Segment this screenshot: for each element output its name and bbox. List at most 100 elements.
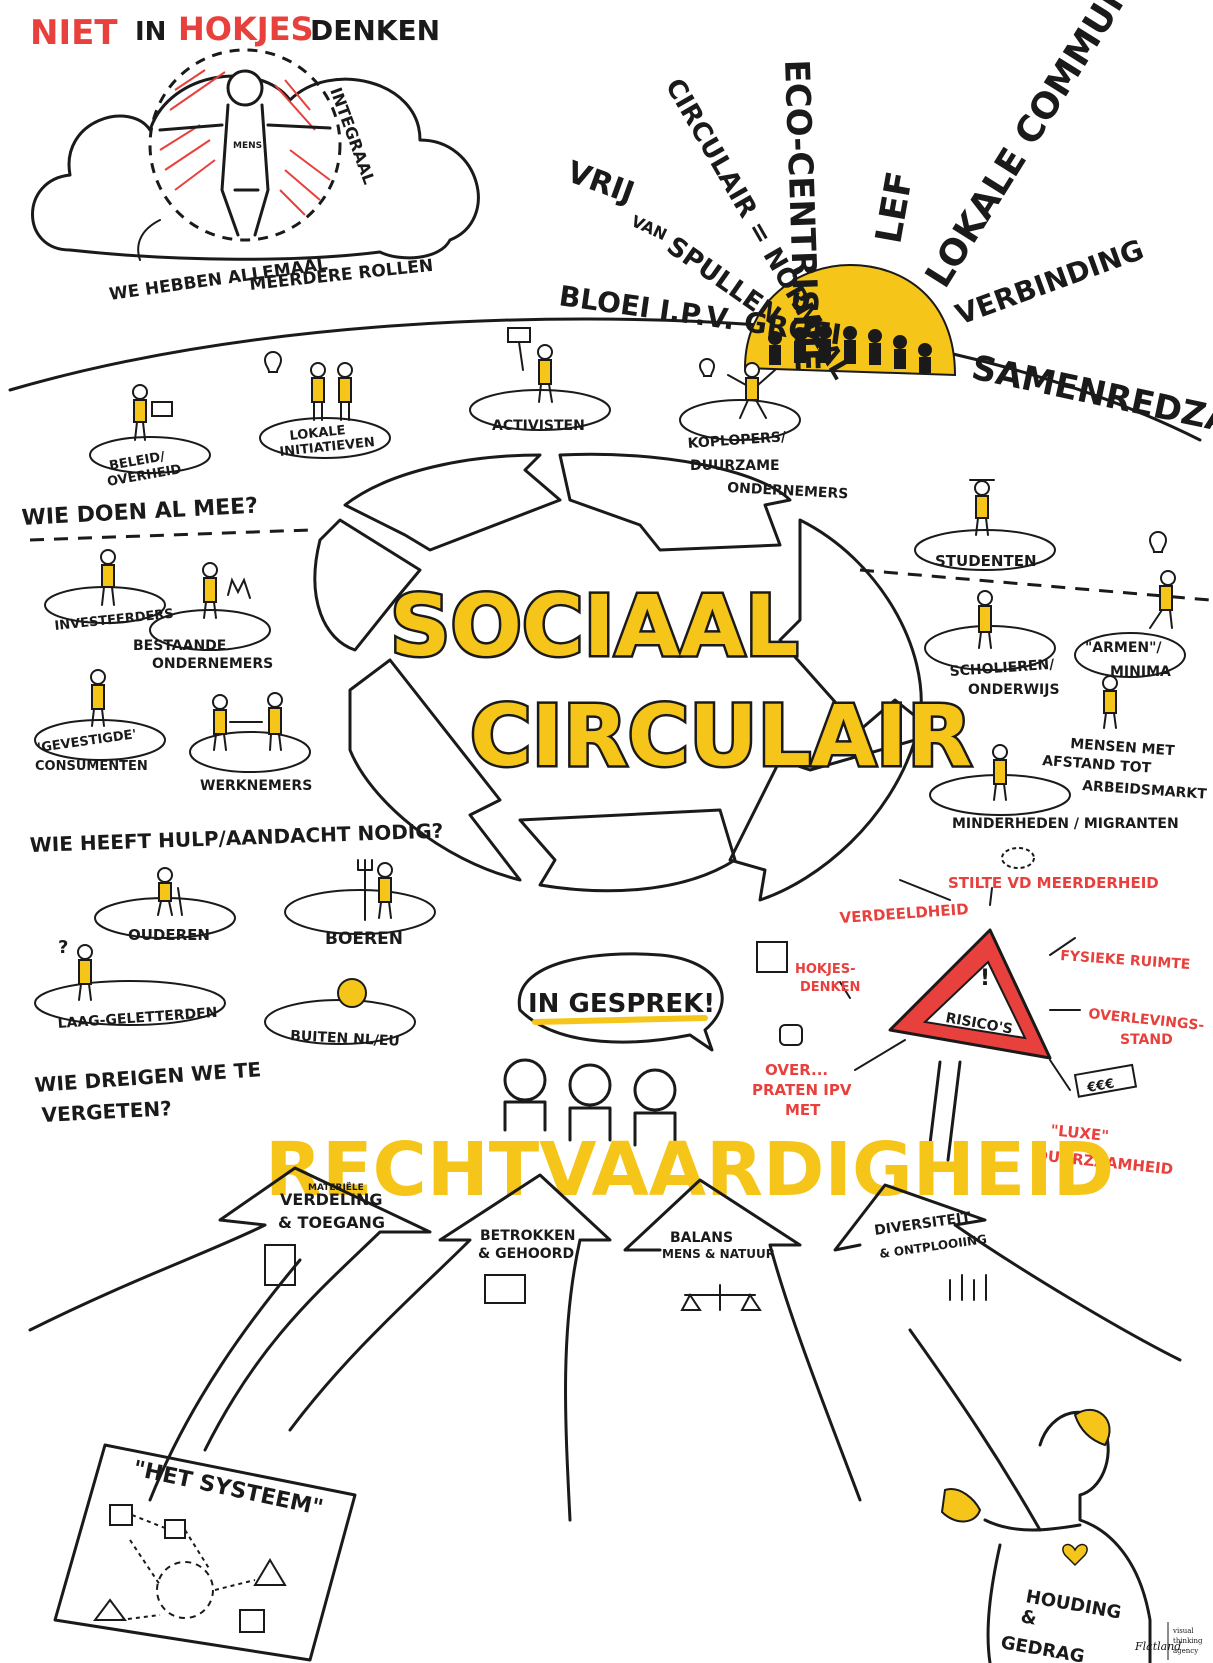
risk-over-line1: OVER...	[765, 1061, 828, 1079]
puzzle-icon	[484, 1274, 526, 1304]
scale-icon	[680, 1284, 762, 1311]
group-laag-geletterden: ? LAAG-GELETTERDEN	[34, 937, 226, 1032]
label-laag-geletterden: LAAG-GELETTERDEN	[57, 1005, 218, 1032]
node-icon	[164, 1519, 186, 1539]
flatland-logo: Flatland visual thinking agency	[1134, 1622, 1203, 1660]
risk-fysieke-ruimte: FYSIEKE RUIMTE	[1060, 948, 1191, 973]
label-koplopers-ondernemers: ONDERNEMERS	[727, 480, 849, 502]
label-afstand-tot: AFSTAND TOT	[1042, 753, 1152, 777]
group-buiten-nl-eu: BUITEN NL/EU	[264, 978, 416, 1050]
road-line	[148, 1258, 302, 1502]
globe-icon	[337, 978, 367, 1008]
group-beleid-overheid: BELEID/ OVERHEID	[89, 384, 211, 490]
label-duurzame: DUURZAME	[690, 458, 780, 474]
money-tag-icon	[1073, 1063, 1138, 1098]
risk-over-line3: MET	[785, 1101, 821, 1119]
arrow-verdeling: MATERIËLE VERDELING & TOEGANG	[28, 1166, 432, 1452]
systeem-label: "HET SYSTEEM"	[131, 1456, 326, 1521]
risk-over-line2: PRATEN IPV	[752, 1081, 852, 1099]
group-bestaande-ondernemers: BESTAANDE ONDERNEMERS	[133, 562, 273, 672]
group-boeren: BOEREN	[284, 859, 436, 949]
risk-overlevings-line1: OVERLEVINGS-	[1088, 1006, 1206, 1034]
heading-wie-doen-al-mee: WIE DOEN AL MEE?	[21, 494, 259, 531]
arrow2-line2: & GEHOORD	[478, 1246, 574, 1262]
arrow1-small: MATERIËLE	[308, 1182, 364, 1193]
group-koplopers: KOPLOPERS/ DUURZAME ONDERNEMERS	[679, 358, 849, 502]
node-icon	[239, 1609, 265, 1633]
arrow-balans: BALANS MENS & NATUUR	[623, 1178, 862, 1502]
title-word-niet: NIET	[30, 13, 118, 53]
group-werknemers: WERKNEMERS	[189, 692, 312, 794]
heart-icon	[1062, 1543, 1088, 1567]
risk-hokjes-line1: HOKJES-	[795, 962, 855, 977]
rechtvaardigheid-title: RECHTVAARDIGHEID	[265, 1127, 1114, 1213]
rising-sun	[743, 263, 957, 377]
het-systeem-sheet: "HET SYSTEEM"	[53, 1443, 357, 1662]
face-icon	[503, 1058, 547, 1102]
in-gesprek-label: IN GESPREK!	[528, 989, 715, 1019]
risk-sign: ! RISICO'S	[888, 928, 1052, 1162]
group-activisten: ACTIVISTEN	[469, 327, 611, 434]
people-group-icon	[949, 1274, 987, 1301]
center-title: SOCIAAL CIRCULAIR	[388, 575, 975, 788]
label-activisten: ACTIVISTEN	[492, 418, 585, 434]
label-armen: "ARMEN"/	[1085, 640, 1162, 656]
node-icon	[109, 1504, 133, 1526]
person-label: MENS	[233, 141, 262, 151]
node-icon	[93, 1598, 127, 1621]
road-line	[908, 1328, 1042, 1532]
node-icon	[253, 1558, 287, 1586]
label-scholieren: SCHOLIEREN/	[949, 657, 1056, 680]
arrow3-line2: MENS & NATUUR	[662, 1247, 775, 1261]
label-minima: MINIMA	[1110, 664, 1171, 680]
risk-stilte: STILTE VD MEERDERHEID	[948, 874, 1159, 892]
label-consumenten: CONSUMENTEN	[35, 759, 148, 774]
title-word-hokjes: HOKJES	[178, 10, 314, 48]
arrow4-line1: DIVERSITEIT	[873, 1210, 972, 1239]
label-werknemers: WERKNEMERS	[200, 778, 312, 794]
question-mark-icon: ?	[58, 937, 68, 958]
arrow1-line2: & TOEGANG	[278, 1213, 385, 1232]
center-word-circulair: CIRCULAIR	[470, 687, 972, 785]
ray-lokale-communities: LOKALE COMMUNITIES	[918, 0, 1195, 295]
title-word-in: IN	[135, 17, 166, 47]
chat-icon	[779, 1024, 803, 1046]
label-buiten-nl-eu: BUITEN NL/EU	[290, 1028, 400, 1050]
label-arbeidsmarkt: ARBEIDSMARKT	[1082, 778, 1208, 803]
group-armen-minima: "ARMEN"/ MINIMA	[1074, 531, 1186, 680]
houding-line2: &	[1019, 1606, 1038, 1629]
ray-vrij: VRIJ	[562, 155, 638, 211]
red-hatching	[159, 69, 331, 216]
face-icon	[633, 1068, 677, 1112]
arrow-betrokken: BETROKKEN & GEHOORD	[288, 1173, 612, 1522]
risk-verdeeldheid: VERDEELDHEID	[839, 900, 969, 927]
group-studenten: STUDENTEN	[914, 479, 1056, 571]
arrow3-line1: BALANS	[670, 1230, 733, 1246]
group-gevestigde-consumenten: 'GEVESTIGDE' CONSUMENTEN	[34, 669, 166, 774]
group-ouderen: OUDEREN	[94, 867, 236, 944]
node-icon	[156, 1561, 214, 1619]
houding-figure: HOUDING & GEDRAG	[940, 1408, 1152, 1663]
logo-line3: agency	[1173, 1647, 1198, 1655]
door-icon	[264, 1244, 296, 1286]
ray-samenredzaam: SAMENREDZAAM	[968, 348, 1213, 455]
integraal-label: INTEGRAAL	[326, 85, 379, 187]
heading-wie-heeft-hulp: WIE HEEFT HULP/AANDACHT NODIG?	[29, 819, 443, 857]
group-minderheden: MINDERHEDEN / MIGRANTEN	[929, 744, 1179, 832]
logo-name: Flatland	[1134, 1640, 1181, 1653]
divider-right	[859, 568, 1211, 602]
arrow2-line1: BETROKKEN	[480, 1228, 575, 1244]
label-ouderen: OUDEREN	[128, 926, 210, 944]
heading-wie-dreigen-line2: VERGETEN?	[41, 1096, 172, 1127]
arrow4-line2: & ONTPLOOIING	[878, 1232, 987, 1261]
person-figure	[158, 69, 332, 237]
label-gevestigde: 'GEVESTIGDE'	[36, 727, 137, 756]
open-hand-icon	[940, 1488, 982, 1523]
horizon-line	[8, 317, 1202, 442]
heading-wie-dreigen-line1: WIE DREIGEN WE TE	[34, 1057, 262, 1097]
speech-bubble-icon	[1001, 847, 1035, 869]
page-title: NIET IN HOKJES DENKEN	[30, 10, 440, 53]
houding-line1: HOUDING	[1024, 1586, 1123, 1623]
logo-line2: thinking	[1173, 1637, 1203, 1645]
